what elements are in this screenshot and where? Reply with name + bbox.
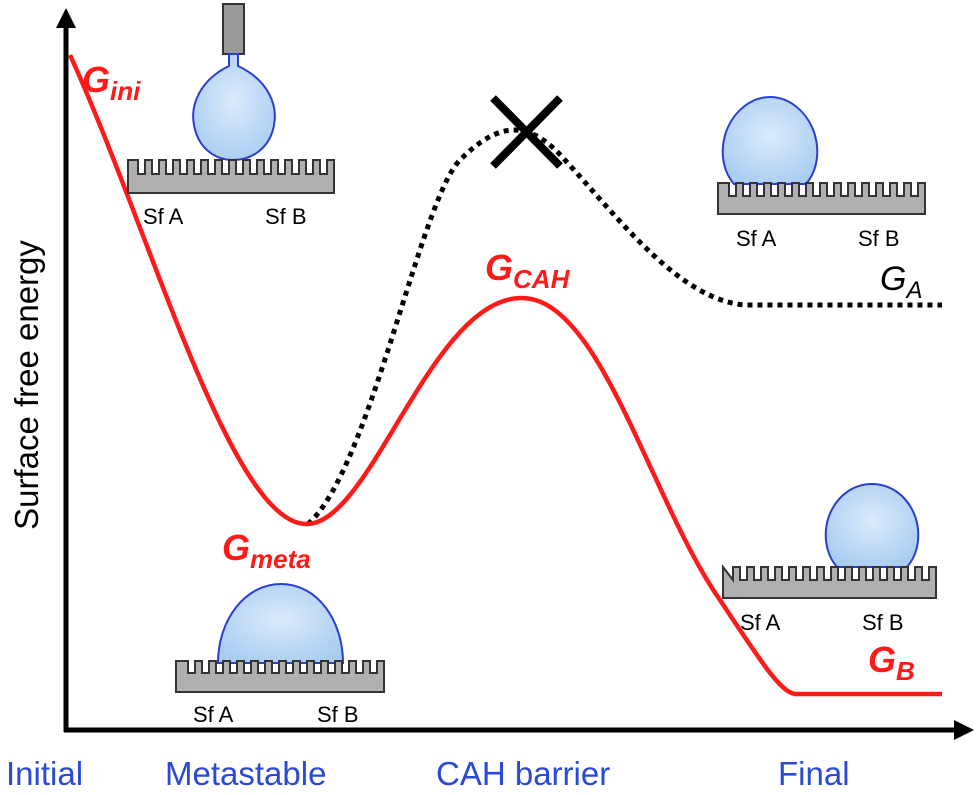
sf-a-label: Sf A — [143, 204, 184, 229]
g-ini-label: Gini — [82, 59, 141, 106]
sf-b-label: Sf B — [317, 702, 359, 727]
g-a-label: GA — [880, 260, 922, 304]
syringe-needle-icon — [222, 3, 245, 55]
x-label-metastable: Metastable — [165, 755, 326, 792]
y-axis-arrow-icon — [56, 8, 76, 28]
ga-dotted-curve — [306, 127, 942, 526]
substrate-icon — [722, 564, 937, 599]
g-meta-label: Gmeta — [222, 527, 311, 574]
sf-b-label: Sf B — [265, 204, 307, 229]
final-sf-a-illustration: Sf A Sf B — [717, 95, 926, 251]
y-axis-label: Surface free energy — [8, 240, 45, 530]
blocked-cross-icon — [490, 95, 563, 169]
x-label-cah-barrier: CAH barrier — [436, 755, 610, 792]
x-label-initial: Initial — [6, 755, 83, 792]
x-label-final: Final — [778, 755, 850, 792]
sf-b-label: Sf B — [862, 610, 904, 635]
final-sf-b-illustration: Sf A Sf B — [722, 482, 937, 635]
droplet-icon — [824, 482, 920, 568]
droplet-icon — [216, 582, 345, 664]
sf-b-label: Sf B — [858, 226, 900, 251]
x-axis-arrow-icon — [954, 720, 974, 740]
sf-a-label: Sf A — [740, 610, 781, 635]
g-b-label: GB — [868, 639, 915, 686]
substrate-icon — [127, 159, 335, 194]
gb-red-curve — [67, 54, 942, 697]
substrate-icon — [717, 182, 926, 215]
metastable-illustration: Sf A Sf B — [175, 582, 385, 727]
initial-dispense-illustration: Sf A Sf B — [127, 3, 335, 229]
droplet-icon — [721, 95, 819, 185]
g-cah-label: GCAH — [485, 247, 571, 294]
substrate-icon — [175, 660, 385, 693]
sf-a-label: Sf A — [193, 702, 234, 727]
hanging-droplet-icon — [192, 53, 276, 162]
sf-a-label: Sf A — [736, 226, 777, 251]
